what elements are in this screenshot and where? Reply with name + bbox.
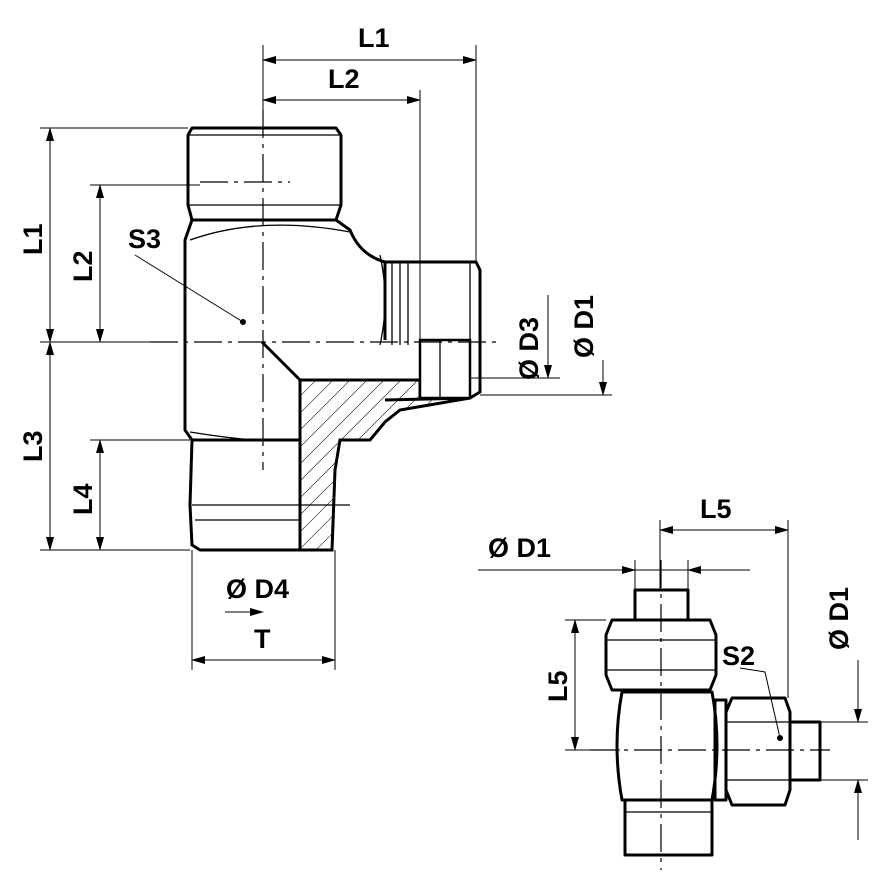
dim-t: T [254,624,271,654]
dim-l1-left: L1 [18,223,48,255]
dim-l5-left: L5 [543,670,573,702]
dim-d1: Ø D1 [569,295,599,358]
dim-l2-top: L2 [328,64,360,94]
dim-l1-top: L1 [358,23,390,53]
dim-l4: L4 [68,483,98,515]
label-s2: S2 [722,641,755,671]
dim-l5-top: L5 [700,494,732,524]
side-view: L5 Ø D1 L5 S2 Ø D1 [478,494,868,870]
dim-d1-right: Ø D1 [824,587,854,650]
dim-d1-top: Ø D1 [488,533,551,563]
dim-d4: Ø D4 [226,574,289,604]
dim-l2-left: L2 [68,250,98,282]
main-view: L1 L2 L1 L2 S3 L3 L4 Ø D4 T Ø D3 Ø D1 [18,23,612,670]
dim-l3: L3 [18,430,48,462]
dim-d3: Ø D3 [514,317,544,380]
label-s3: S3 [128,224,161,254]
